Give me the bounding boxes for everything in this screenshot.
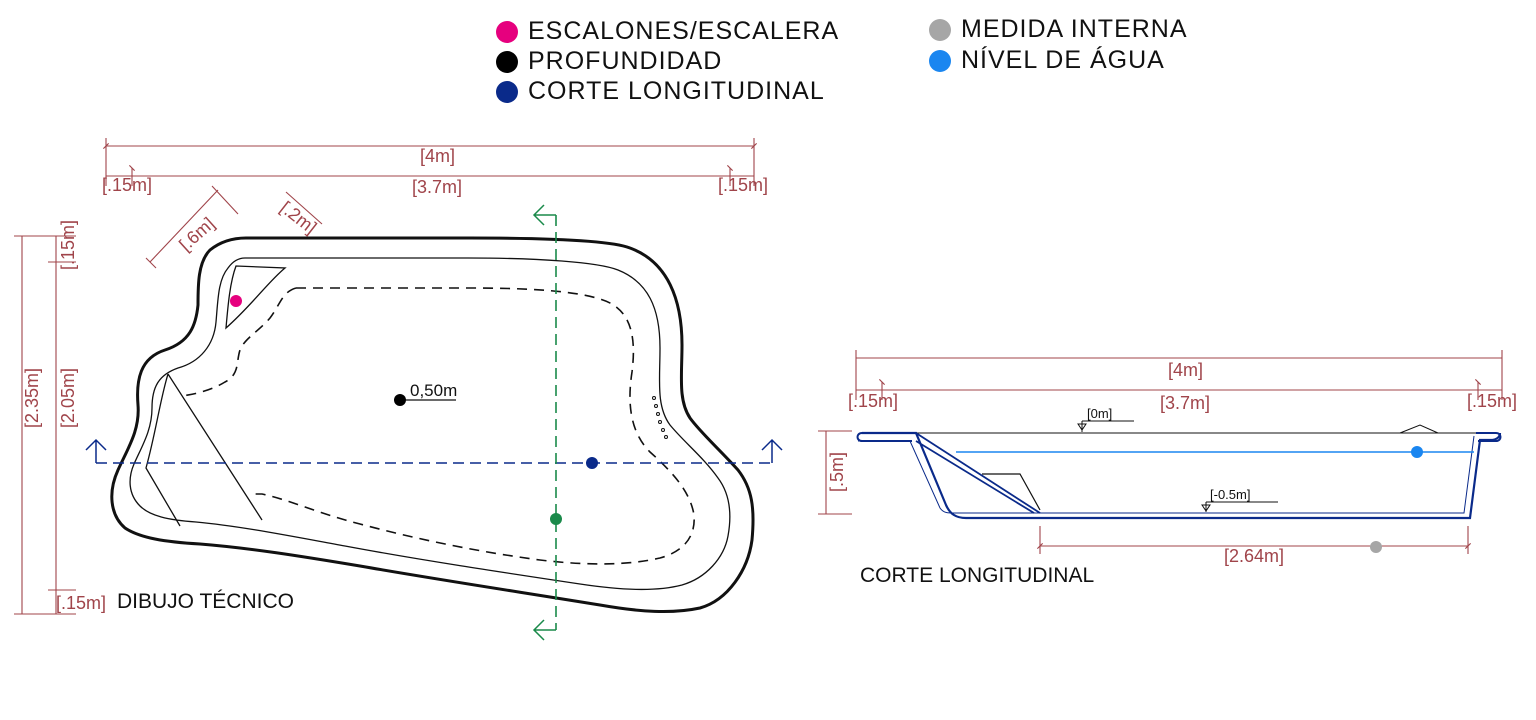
legend-label: NÍVEL DE ÁGUA [961, 46, 1165, 74]
depth-label: 0,50m [410, 381, 457, 400]
level-markers [1077, 420, 1278, 512]
cut-marker [550, 513, 562, 525]
plan-dim-bottom-margin: [.15m] [56, 593, 106, 613]
section-dim-total-width: [4m] [1168, 360, 1203, 380]
legend-label: CORTE LONGITUDINAL [528, 77, 825, 105]
section-dim-inner-width: [3.7m] [1160, 393, 1210, 413]
plan-horizontal-dims [102, 138, 758, 269]
legend-dot-pink [496, 20, 518, 43]
section-dim-left-margin: [.15m] [848, 391, 898, 411]
section-shell-outer [862, 431, 1502, 520]
section-dim-right-margin: [.15m] [1467, 391, 1517, 411]
cut-arrow-top-icon [532, 204, 556, 226]
plan-dim-right-margin: [.15m] [718, 175, 768, 195]
section-arrow-right-icon [761, 438, 783, 463]
plan-dim-total-width: [4m] [420, 146, 455, 166]
legend-label: PROFUNDIDAD [528, 47, 723, 75]
section-caption: CORTE LONGITUDINAL [860, 564, 1094, 587]
section-skimmer [1399, 424, 1439, 434]
staircase [145, 373, 263, 527]
plan-dim-left-margin: [.15m] [102, 175, 152, 195]
section-dim-depth: [.5m] [827, 452, 847, 492]
level-bottom-label: [-0.5m] [1210, 487, 1250, 502]
plan-view: 0,50m [4m] [3.7m] [.15m] [.15m] [.6m] [.… [14, 138, 783, 641]
pool-outer-outline [110, 236, 755, 614]
section-dim-floor-length: [2.64m] [1224, 546, 1284, 566]
section-step-block [982, 473, 1041, 511]
plan-dim-total-height: [2.35m] [22, 368, 42, 428]
plan-dim-top-margin: [.15m] [58, 220, 78, 270]
section-coping-left [856, 432, 912, 442]
legend-item-depth: PROFUNDIDAD [496, 47, 722, 76]
section-view: [0m] [-0.5m] [4m] [3.7m] [.15m] [.15m] [… [818, 350, 1517, 587]
section-shell-inner [858, 435, 1475, 514]
water-level-marker [1411, 446, 1423, 458]
plan-dim-inner-height: [2.05m] [58, 368, 78, 428]
legend-dot-black [496, 50, 518, 73]
pool-inner-outline [129, 257, 731, 591]
section-marker [586, 457, 598, 469]
steps-marker [230, 295, 242, 307]
plan-dim-inner-width: [3.7m] [412, 177, 462, 197]
level-top-label: [0m] [1087, 406, 1112, 421]
depth-marker [394, 394, 406, 406]
section-ramp [915, 432, 1041, 514]
legend-dot-gray [929, 18, 951, 41]
legend-item-water-level: NÍVEL DE ÁGUA [929, 46, 1165, 75]
legend: ESCALONES/ESCALERA PROFUNDIDAD CORTE LON… [0, 0, 1536, 110]
legend-dot-blue [929, 49, 951, 72]
legend-label: ESCALONES/ESCALERA [528, 17, 840, 45]
legend-dot-navy [496, 80, 518, 103]
section-arrow-left-icon [85, 438, 107, 463]
step-wedge [225, 265, 287, 330]
section-coping-right [1476, 432, 1502, 442]
internal-measure-marker [1370, 541, 1382, 553]
cut-arrow-bottom-icon [532, 619, 556, 641]
plan-caption: DIBUJO TÉCNICO [117, 590, 294, 613]
legend-item-section: CORTE LONGITUDINAL [496, 77, 825, 106]
section-dims [818, 350, 1503, 554]
plan-vertical-dims [14, 235, 76, 615]
legend-item-steps: ESCALONES/ESCALERA [496, 17, 839, 46]
legend-label: MEDIDA INTERNA [961, 15, 1188, 43]
legend-item-internal-measure: MEDIDA INTERNA [929, 15, 1188, 44]
pool-depth-outline [250, 287, 695, 565]
return-nozzles [652, 396, 668, 439]
